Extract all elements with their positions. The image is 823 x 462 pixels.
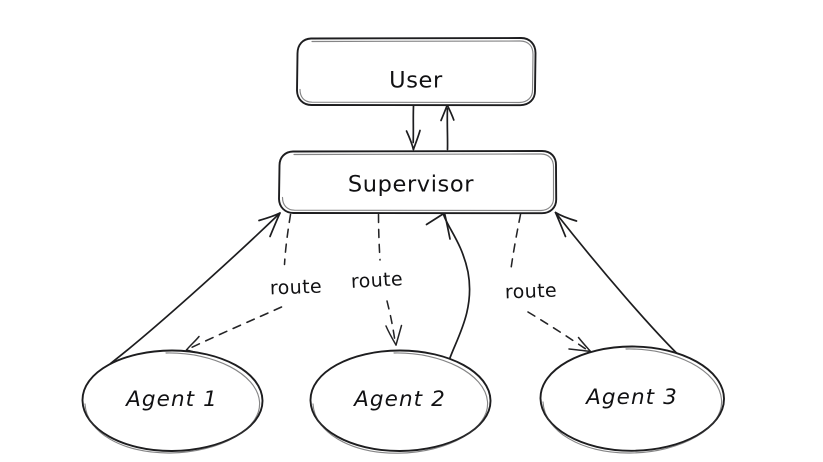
- edge-label-route-1: route: [270, 276, 323, 300]
- node-supervisor-label: Supervisor: [348, 172, 474, 198]
- node-supervisor[interactable]: Supervisor: [278, 150, 558, 215]
- node-agent3-label: Agent 3: [584, 385, 678, 410]
- edge-supervisor-to-user: [440, 104, 455, 151]
- node-user[interactable]: User: [296, 37, 537, 107]
- node-agent3[interactable]: Agent 3: [539, 345, 725, 454]
- node-user-label: User: [389, 68, 443, 94]
- edge-agent3-to-supervisor: [554, 211, 691, 367]
- node-agent2[interactable]: Agent 2: [309, 349, 492, 454]
- node-agent1-label: Agent 1: [124, 387, 218, 412]
- edge-agent1-to-supervisor: [109, 212, 281, 365]
- edge-agent2-to-supervisor: [425, 212, 471, 370]
- edge-supervisor-to-agent3: [510, 213, 592, 353]
- edge-user-to-supervisor: [405, 105, 421, 151]
- edge-label-route-3: route: [505, 280, 558, 304]
- edge-label-route-2: route: [350, 268, 403, 293]
- edge-supervisor-to-agent2: [377, 213, 403, 346]
- node-agent2-label: Agent 2: [352, 387, 446, 412]
- node-agent1[interactable]: Agent 1: [81, 349, 264, 454]
